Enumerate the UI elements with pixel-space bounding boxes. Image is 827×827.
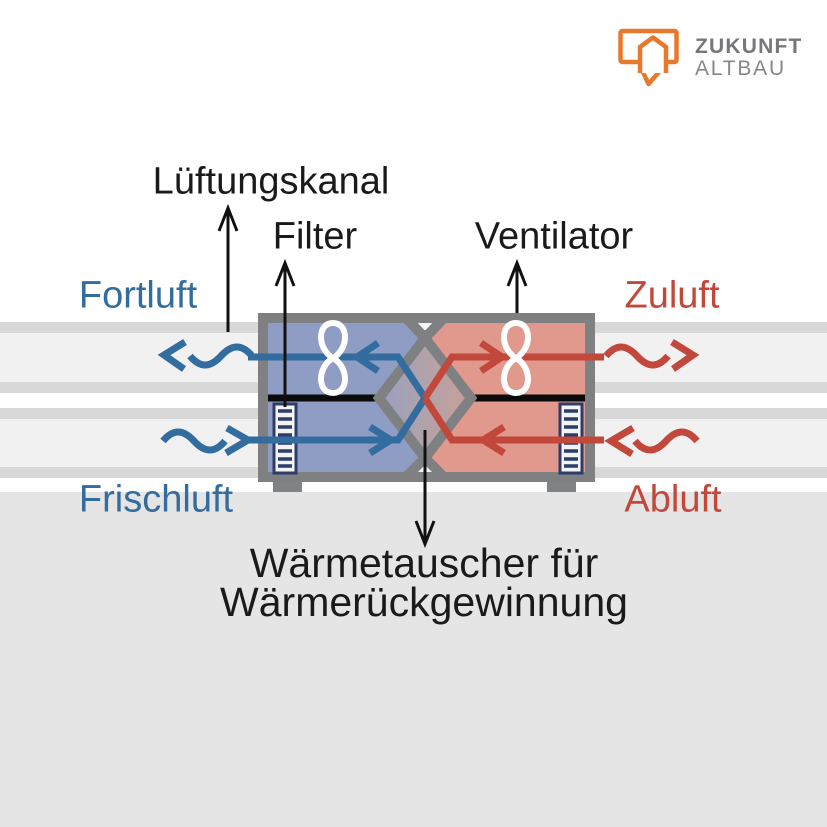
fan-label: Ventilator: [474, 215, 634, 258]
brand-wordmark: ZUKUNFT ALTBAU: [695, 36, 803, 79]
arrow-right-icon: [479, 340, 509, 374]
brand-logo: ZUKUNFT ALTBAU: [617, 27, 803, 87]
supply-air-line: [422, 353, 604, 400]
arrow-left-icon: [476, 424, 506, 456]
heat-exchanger-label-line2: Wärmerückgewinnung: [220, 579, 628, 625]
filter-label: Filter: [272, 215, 358, 258]
heat-exchanger-label: Wärmetauscher für Wärmerückgewinnung: [220, 540, 628, 625]
fresh-air-line: [248, 396, 428, 444]
callout-arrows: [217, 203, 528, 549]
floor-area: [0, 492, 827, 827]
cold-air-flow: [157, 339, 428, 457]
duct-label: Lüftungskanal: [152, 160, 390, 203]
arrow-left-icon: [350, 340, 380, 374]
extract-air-label: Abluft: [624, 478, 722, 521]
extract-air-line: [422, 396, 604, 444]
brand-line2: ALTBAU: [695, 56, 786, 80]
fan-arrow-icon: [506, 258, 528, 313]
fan-icon-left: [318, 319, 348, 397]
fresh-air-wave: [160, 428, 228, 454]
warm-air-flow: [422, 339, 700, 457]
exhaust-air-label: Fortluft: [78, 274, 198, 317]
exhaust-air-line: [248, 353, 428, 400]
fan-icon-right: [501, 319, 531, 397]
extract-air-wave: [632, 428, 700, 454]
heat-exchanger-label-line1: Wärmetauscher für: [249, 540, 599, 586]
unit-foot-left: [273, 482, 302, 492]
arrow-left-icon: [157, 339, 187, 372]
fresh-air-label: Frischluft: [78, 478, 234, 521]
exhaust-air-wave: [187, 343, 255, 369]
filter-arrow-icon: [274, 258, 296, 407]
arrow-right-icon: [670, 339, 700, 372]
unit-foot-right: [547, 482, 576, 492]
supply-air-wave: [603, 343, 671, 369]
supply-air-label: Zuluft: [624, 274, 720, 317]
brand-line1: ZUKUNFT: [695, 34, 803, 58]
arrow-right-icon: [368, 424, 398, 456]
arrow-right-icon: [224, 424, 255, 457]
cross-braces: [403, 315, 447, 480]
heat-exchanger-arrow-icon: [414, 430, 436, 549]
arrow-left-icon: [604, 424, 635, 457]
speech-bubble-house-icon: [618, 28, 679, 87]
duct-arrow-icon: [217, 203, 239, 332]
